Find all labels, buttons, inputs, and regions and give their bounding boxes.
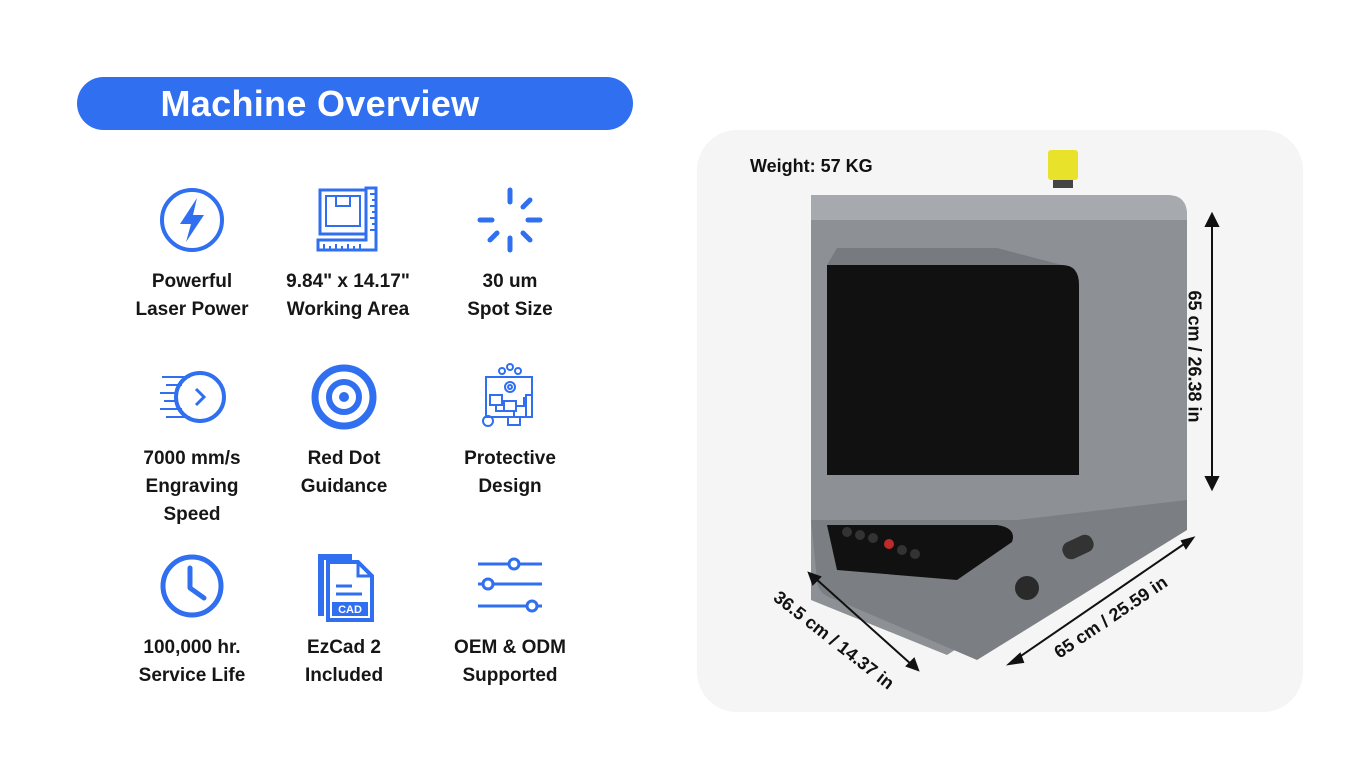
- feature-label: 30 um Spot Size: [467, 271, 553, 320]
- feature-label: 7000 mm/s Engraving Speed: [143, 448, 241, 525]
- clock-icon: [160, 554, 224, 618]
- feature-label: Red Dot Guidance: [300, 448, 388, 497]
- cad-file-icon: CAD: [318, 554, 374, 622]
- target-icon: [311, 364, 377, 430]
- title-banner: Machine Overview: [77, 77, 633, 130]
- warning-light: [1048, 150, 1078, 180]
- feature-label: OEM & ODM Supported: [454, 637, 566, 686]
- height-dimension-label: 65 cm / 26.38 in: [1184, 290, 1205, 423]
- feature-label: Protective Design: [464, 448, 556, 497]
- lightning-bolt-icon: [160, 188, 224, 252]
- weight-label: Weight: 57 KG: [750, 156, 873, 176]
- feature-working-area: 9.84" x 14.17" Working Area: [263, 184, 433, 324]
- page-title: Machine Overview: [160, 82, 480, 124]
- feature-protective-design: Protective Design: [425, 361, 595, 501]
- feature-laser-power: Powerful Laser Power: [107, 184, 277, 324]
- feature-service-life: 100,000 hr. Service Life: [107, 550, 277, 690]
- feature-oem-odm: OEM & ODM Supported: [425, 550, 595, 690]
- feature-label: Powerful Laser Power: [135, 271, 249, 320]
- feature-label: 100,000 hr. Service Life: [138, 637, 246, 686]
- feature-label: EzCad 2 Included: [304, 637, 384, 686]
- workflow-gear-icon: [482, 363, 533, 427]
- feature-red-dot: Red Dot Guidance: [259, 361, 429, 501]
- feature-label: 9.84" x 14.17" Working Area: [286, 271, 410, 320]
- sliders-icon: [478, 557, 542, 613]
- loading-spinner-icon: [477, 187, 543, 253]
- feature-engraving-speed: 7000 mm/s Engraving Speed: [107, 361, 277, 529]
- laser-machine-image: [807, 150, 1220, 672]
- feature-ezcad: CAD EzCad 2 Included: [259, 550, 429, 690]
- feature-spot-size: 30 um Spot Size: [425, 184, 595, 324]
- speed-clock-icon: [160, 371, 226, 423]
- cad-badge: CAD: [338, 604, 362, 616]
- ruler-box-icon: [316, 186, 378, 252]
